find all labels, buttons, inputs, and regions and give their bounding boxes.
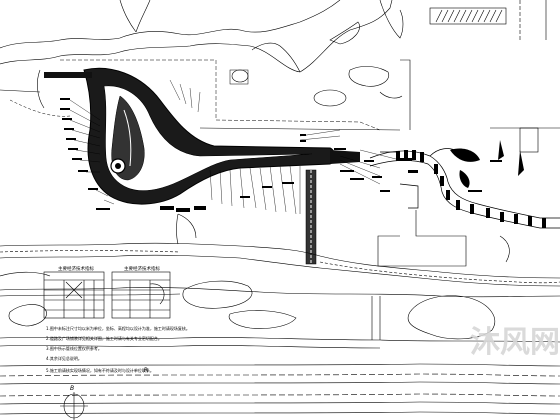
note-line-3: 3.图中所示管线位置仅供参考。 [46,345,102,351]
summary-table-left-title: 主要经济技术指标 [58,265,94,272]
pier-bridge [305,169,317,265]
site-boundary [0,59,401,131]
watermark: 沐风网 [470,325,560,360]
river-islands [0,271,496,340]
note-line-5: 5.施工前请核实现场情况，如有不符请及时与设计单位联系。 [46,367,154,373]
summary-table-left [43,271,105,319]
note-line-1: 1.图中未标注尺寸均以米为单位，坐标、高程均以设计为准，施工时请现场复核。 [46,325,190,331]
interchange-ramp [37,67,360,205]
hatched-legend-box [429,0,547,40]
east-path-paving [396,140,546,228]
highway-band [0,363,560,420]
summary-table-right-title: 主要经济技术指标 [124,265,160,272]
east-lot-outline [377,210,510,267]
road-label: R [144,367,148,374]
dimension-leaders [69,79,401,215]
design-notes: 1.图中未标注尺寸均以米为单位，坐标、高程均以设计为准，施工时请现场复核。 2.… [46,325,190,373]
note-line-4: 4.其余详见总说明。 [46,355,82,361]
upper-river-outline [0,0,404,73]
terrain-blobs [231,59,560,153]
riverbank-band [0,213,560,349]
axis-marker-label: B [70,385,74,392]
summary-table-right [111,271,171,319]
note-line-2: 2.道路及广场铺装详见相关详图，施工时请与有关专业密切配合。 [46,335,162,341]
